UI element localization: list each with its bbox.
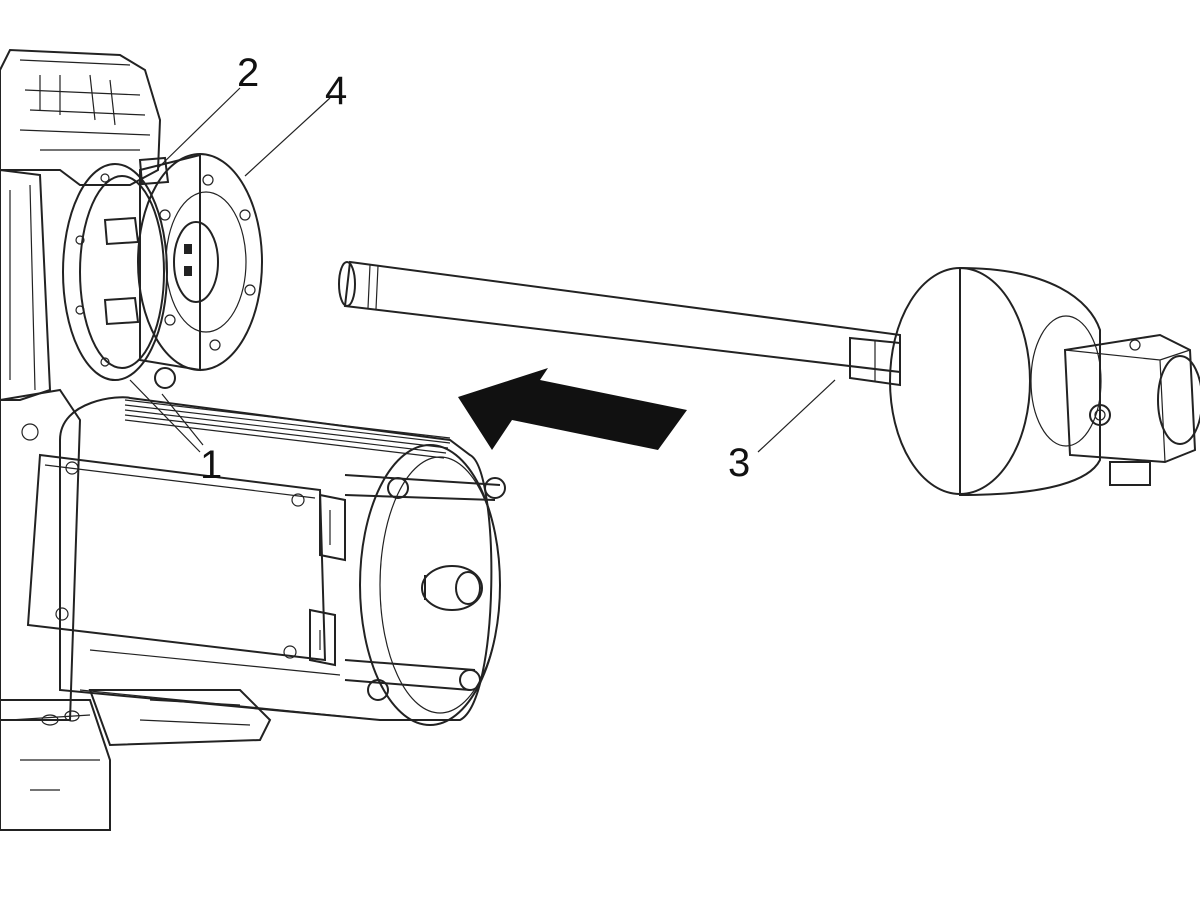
shaft [343, 260, 901, 374]
shaft-assembly-part-3 [338, 260, 1200, 497]
leader-lines [129, 87, 836, 453]
machine-housing [0, 48, 272, 831]
flange-part-4 [62, 153, 263, 381]
motor [26, 396, 506, 726]
callout-1: 1 [200, 443, 222, 487]
bolts-part-2 [103, 156, 170, 326]
direction-arrow-icon [458, 368, 687, 450]
coupling-hub [889, 266, 1102, 497]
callout-4: 4 [325, 69, 347, 113]
motor-shaft-stub [421, 565, 483, 611]
callout-2: 2 [237, 51, 259, 95]
callout-3: 3 [728, 441, 750, 485]
gasket-ring [62, 163, 168, 381]
clamp-block [1063, 333, 1200, 486]
